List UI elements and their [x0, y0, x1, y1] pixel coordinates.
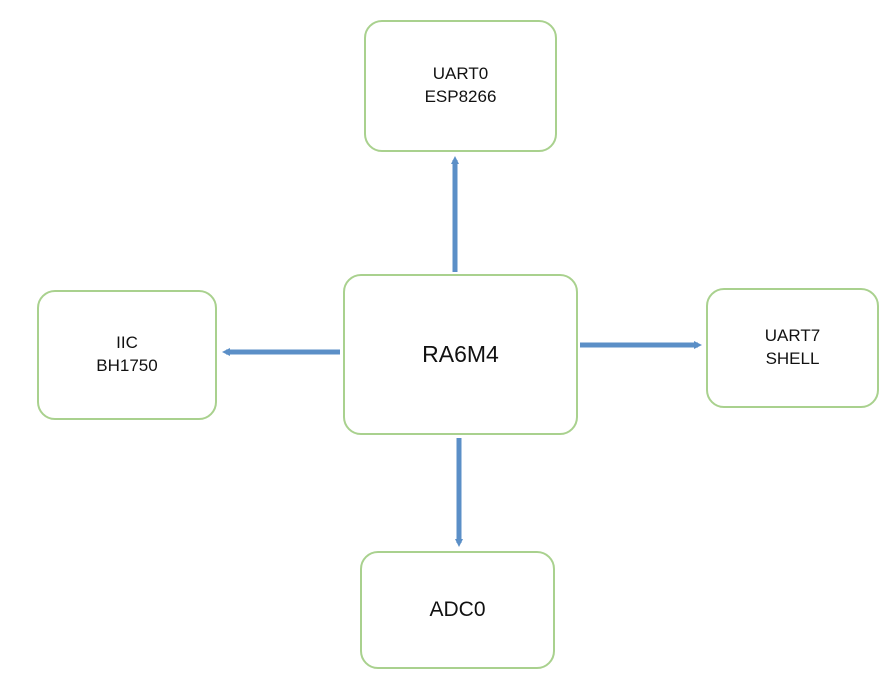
node-uart7-line1: UART7 — [764, 326, 821, 346]
node-uart0-esp8266: UART0 ESP8266 — [364, 20, 557, 152]
node-iic-bh1750: IIC BH1750 — [37, 290, 217, 420]
node-uart7-shell: UART7 SHELL — [706, 288, 879, 408]
node-ra6m4-label: RA6M4 — [422, 340, 499, 367]
node-iic-line2: BH1750 — [96, 356, 158, 375]
node-adc0: ADC0 — [360, 551, 555, 669]
node-uart0-line1: UART0 — [432, 64, 489, 84]
node-iic-line1: IIC — [116, 333, 138, 353]
node-adc0-label: ADC0 — [429, 597, 486, 621]
node-uart0-line2: ESP8266 — [424, 87, 497, 106]
node-uart7-line2: SHELL — [765, 349, 820, 368]
node-ra6m4: RA6M4 — [343, 274, 578, 435]
